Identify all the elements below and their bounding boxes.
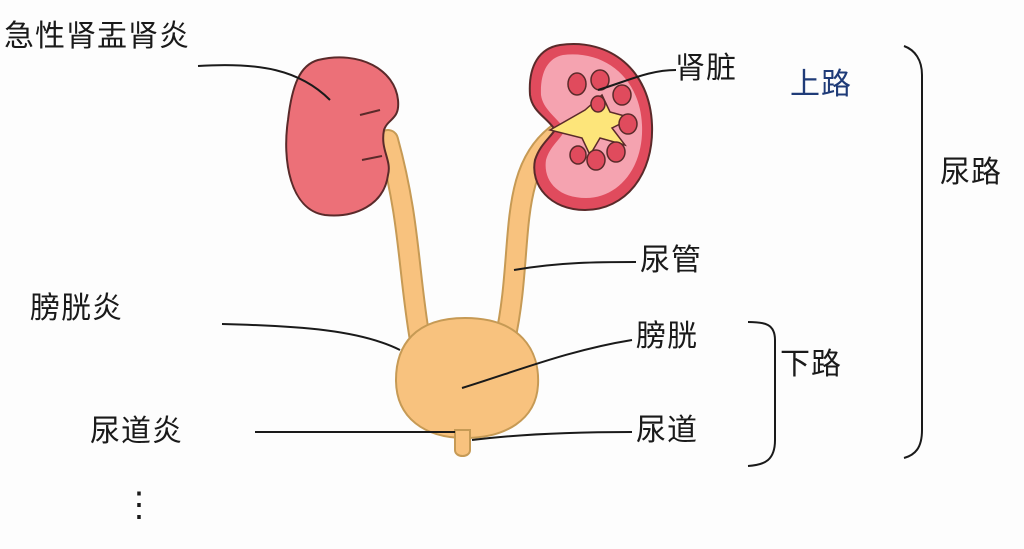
- bladder: [394, 316, 540, 440]
- line-cystitis: [221, 323, 401, 351]
- urinary-tract-bracket: [903, 45, 923, 459]
- label-urinary-tract: 尿路: [940, 155, 1002, 190]
- line-ureter: [513, 261, 637, 271]
- label-kidney: 肾脏: [675, 51, 737, 86]
- label-urethritis: 尿道炎: [90, 414, 183, 449]
- label-more: ⋮: [122, 485, 157, 525]
- label-cystitis: 膀胱炎: [30, 291, 123, 326]
- label-bladder: 膀胱: [636, 319, 698, 354]
- label-ureter: 尿管: [640, 243, 702, 278]
- label-lower-tract: 下路: [780, 347, 842, 382]
- lower-tract-bracket: [747, 321, 776, 467]
- left-kidney: [285, 56, 400, 217]
- label-upper-tract: 上路: [790, 67, 852, 102]
- line-urethra: [471, 431, 633, 441]
- urethra-tube: [454, 429, 471, 457]
- line-acute-pyelonephritis: [197, 64, 331, 101]
- label-acute-pyelonephritis: 急性肾盂肾炎: [4, 19, 190, 54]
- label-urethra: 尿道: [636, 413, 698, 448]
- line-bladder: [461, 339, 633, 389]
- right-kidney: [528, 43, 654, 212]
- left-ureter-fill: [379, 131, 429, 349]
- line-kidney: [597, 69, 677, 91]
